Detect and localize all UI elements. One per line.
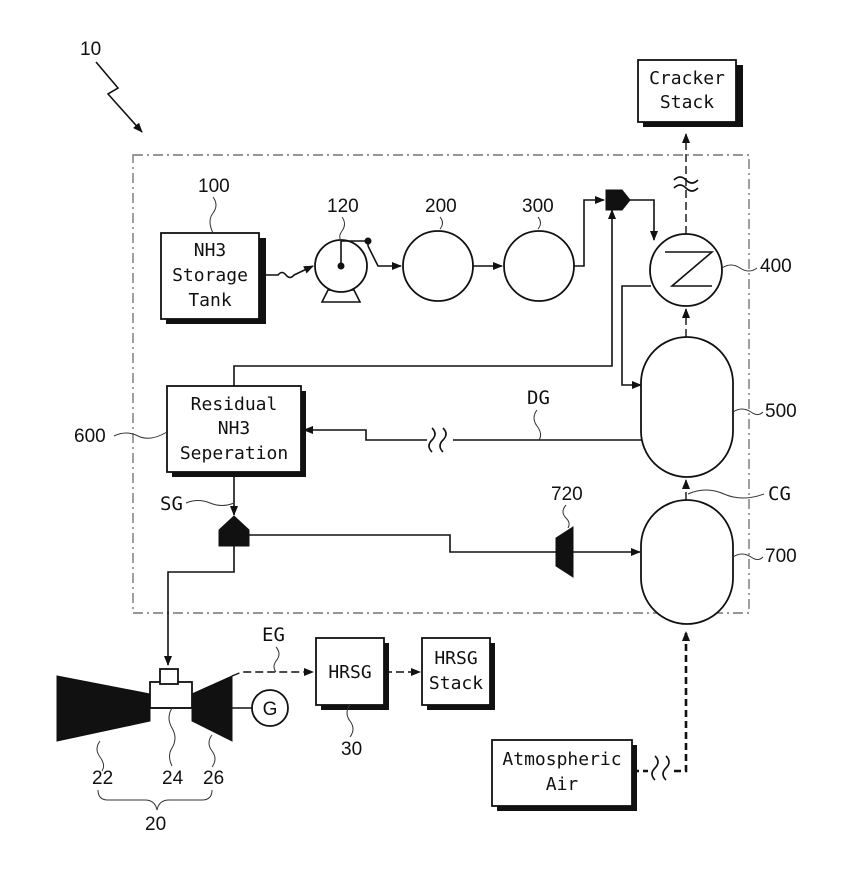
hrsg-stack-box: HRSG Stack	[422, 638, 495, 710]
flow-splitter-to-720	[249, 535, 556, 552]
flow-splitter-to-combustor	[168, 546, 234, 665]
nh3-tank-label-line2: Storage	[172, 265, 248, 286]
flow-300-to-mixer	[574, 200, 604, 266]
ref-26: 26	[203, 768, 224, 789]
reactor-500	[641, 337, 733, 477]
ref-200: 200	[425, 196, 457, 217]
nh3-tank-label-line3: Tank	[188, 290, 232, 311]
sg-label: SG	[160, 493, 183, 515]
mixer-valve-top	[606, 190, 630, 210]
atmospheric-air-box: Atmospheric Air	[492, 740, 637, 811]
ref-100-leader	[210, 197, 216, 233]
ref-22-leader	[97, 741, 104, 771]
flow-dg-500-to-600	[304, 430, 641, 440]
cracker-stack-label-line1: Cracker	[649, 68, 725, 89]
system-ref-label: 10	[80, 39, 101, 60]
residual-label-line3: Seperation	[180, 443, 288, 464]
ref-22: 22	[92, 768, 113, 789]
gt-turbine-26	[192, 676, 232, 741]
hrsg-box: HRSG	[316, 638, 389, 710]
nh3-tank-label-line1: NH3	[194, 240, 227, 261]
ref-120-leader	[340, 217, 345, 241]
ref-24-leader	[169, 708, 175, 766]
ref-24: 24	[162, 768, 184, 789]
ref-700: 700	[765, 546, 797, 567]
ref-100: 100	[198, 176, 230, 197]
nh3-storage-tank-box: NH3 Storage Tank	[161, 233, 266, 324]
ref-500: 500	[765, 401, 797, 422]
ref-700-leader	[733, 554, 763, 560]
splitter-valve	[219, 516, 249, 546]
compressor-720	[556, 527, 573, 577]
dg-label: DG	[527, 387, 550, 409]
residual-label-line2: NH3	[218, 418, 251, 439]
ref-200-leader	[440, 217, 443, 229]
gt-combustor-24	[150, 669, 192, 708]
system-ref-leader	[96, 62, 142, 132]
hrsg-stack-label-line2: Stack	[429, 673, 483, 694]
flow-mixer-to-400	[630, 200, 654, 240]
ref-30: 30	[341, 739, 362, 760]
dg-leader	[534, 410, 541, 440]
flow-eg-turbine-to-hrsg	[232, 672, 313, 676]
ref-600: 600	[74, 426, 106, 447]
residual-nh3-separation-box: Residual NH3 Seperation	[167, 386, 306, 477]
atmospheric-air-label-line2: Air	[546, 774, 579, 795]
combustor-700	[641, 500, 733, 624]
ref-120: 120	[327, 196, 359, 217]
hrsg-label: HRSG	[328, 662, 371, 683]
hrsg-stack-label-line1: HRSG	[434, 648, 477, 669]
cg-label: CG	[768, 483, 791, 505]
flow-pump-to-200	[368, 246, 401, 266]
ref-400: 400	[760, 256, 792, 277]
vessel-200	[403, 231, 473, 301]
ref-20: 20	[145, 814, 166, 835]
residual-label-line1: Residual	[191, 394, 278, 415]
generator-label: G	[263, 699, 278, 720]
gt-group-brace	[98, 790, 212, 810]
gt-compressor-22	[57, 676, 150, 741]
flow-tank-to-pump	[259, 266, 313, 278]
cracker-stack-box: Cracker Stack	[638, 60, 743, 127]
ref-400-leader	[722, 265, 757, 271]
pump-120	[315, 238, 371, 302]
flow-air-to-700	[632, 632, 686, 771]
ref-300-leader	[538, 217, 541, 229]
atmospheric-air-label-line1: Atmospheric	[502, 749, 621, 770]
ref-300: 300	[522, 196, 554, 217]
ref-720: 720	[551, 484, 583, 505]
cracker-stack-label-line2: Stack	[660, 92, 714, 113]
cg-leader	[688, 490, 764, 498]
break-symbol-air	[652, 756, 669, 780]
eg-leader	[274, 647, 279, 672]
ref-26-leader	[209, 735, 215, 767]
sg-leader	[186, 501, 234, 506]
break-symbol-dg	[429, 428, 446, 452]
ref-500-leader	[733, 409, 763, 415]
vessel-300	[504, 231, 574, 301]
ref-600-leader	[114, 432, 167, 438]
eg-label: EG	[262, 624, 285, 646]
ref-720-leader	[563, 505, 569, 528]
heat-exchanger-400	[650, 234, 722, 306]
